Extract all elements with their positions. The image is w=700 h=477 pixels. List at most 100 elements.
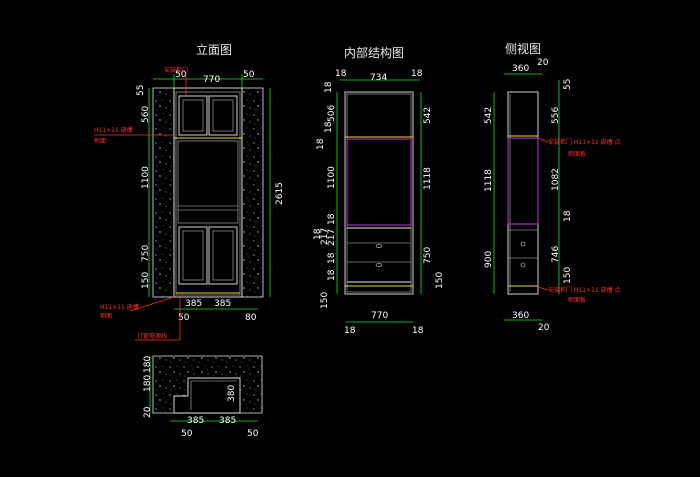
side-red-leader-1: [537, 137, 549, 143]
inner-structure: 18 734 18 18 506 18 18 1100 18 18 217 21…: [313, 69, 445, 336]
side-red-note-1: 安装柜门 H11×11 嵌槽 点: [548, 138, 621, 146]
front-bottom-dim-385a: 385: [185, 299, 202, 309]
front-left-red-note-2: 侧面: [94, 137, 106, 145]
front-cabinet-inner-line: [175, 91, 241, 296]
inner-right-dim-1118: 1118: [423, 167, 433, 190]
inner-top-dim-734: 734: [370, 73, 387, 83]
side-right-dim-1082: 1082: [551, 168, 561, 191]
front-top-dim-50b: 50: [243, 70, 255, 80]
front-view-title: 立面图: [196, 42, 232, 57]
front-right-stone-pillar: [241, 87, 264, 298]
side-bottom-dim-20: 20: [538, 323, 550, 333]
front-open-niche: [177, 140, 239, 224]
plan-cabinet-cutout: [173, 377, 241, 414]
plan-bottom-dim-50b: 50: [247, 429, 259, 439]
front-upper-left-panel: [182, 99, 204, 132]
side-view-title: 侧视图: [505, 41, 541, 56]
side-left-dim-542: 542: [484, 107, 494, 124]
side-cabinet-outline: [507, 91, 539, 295]
front-lower-left-panel: [182, 230, 204, 281]
front-upper-left-door: [178, 95, 208, 136]
side-right-dim-746: 746: [551, 246, 561, 263]
inner-right-dim-150: 150: [435, 272, 445, 289]
front-bottom-red-leader-1: [129, 296, 175, 312]
inner-left-dim-506: 506: [327, 105, 337, 122]
front-left-dim-750: 750: [141, 245, 151, 262]
front-left-dim-560: 560: [141, 106, 151, 123]
inner-drawer-handle-1: [375, 244, 383, 248]
side-right-dim-556: 556: [551, 107, 561, 124]
inner-left-dim-150: 150: [320, 292, 330, 309]
front-upper-right-panel: [212, 99, 234, 132]
side-red-leader-2: [537, 286, 549, 291]
inner-left-dim-18f: 18: [327, 252, 337, 264]
front-left-red-note-1: H11×11 嵌槽: [94, 126, 133, 134]
inner-top-dim-18a: 18: [335, 69, 347, 79]
front-left-dim-55: 55: [136, 85, 146, 96]
front-bottom-red-leader-2: [135, 297, 181, 341]
side-bottom-dim-360: 360: [512, 311, 529, 321]
front-top-dim-770: 770: [203, 75, 220, 85]
plan-left-dim-180b: 180: [143, 375, 153, 392]
front-left-dim-150: 150: [141, 272, 151, 289]
front-bottom-red-note-3: 灯管电源线: [137, 332, 167, 340]
inner-left-dim-18b: 18: [324, 121, 334, 133]
inner-left-dim-1100: 1100: [327, 166, 337, 189]
inner-cabinet-outline: [344, 91, 414, 295]
side-top-dim-20: 20: [537, 58, 549, 68]
side-left-dim-1118: 1118: [484, 169, 494, 192]
front-lower-right-door: [208, 226, 238, 285]
inner-structure-title: 内部结构图: [344, 45, 404, 60]
inner-open-niche: [346, 138, 412, 226]
plan-inner-dim-380: 380: [227, 385, 237, 402]
inner-right-dim-750: 750: [423, 247, 433, 264]
side-left-dim-900: 900: [484, 251, 494, 268]
front-top-red-note: 安装柜门: [164, 66, 188, 74]
plan-bottom-dim-385b: 385: [219, 416, 236, 426]
side-red-note-2: 侧面板: [568, 150, 586, 158]
front-bottom-red-note-1: H11×11 嵌槽: [100, 303, 139, 311]
side-drawer-knob-2: [520, 262, 526, 268]
front-lower-left-door: [178, 226, 208, 285]
inner-bottom-dim-18a: 18: [344, 326, 356, 336]
inner-left-dim-18g: 18: [327, 269, 337, 281]
inner-left-dim-18d: 18: [327, 213, 337, 225]
front-cabinet-body: [173, 87, 243, 298]
plan-detail: 180 180 20 380 385 385 50 50: [143, 356, 263, 439]
side-drawer-knob-1: [520, 241, 526, 247]
front-elevation: 50 770 50 安装柜门 55 560 1100 750 150 H11×1…: [94, 66, 285, 341]
inner-bottom-dim-18b: 18: [412, 326, 424, 336]
side-top-dim-360: 360: [512, 64, 529, 74]
inner-drawer-handle-2: [375, 263, 383, 267]
front-lower-right-panel: [212, 230, 234, 281]
inner-left-dim-18e: 18: [313, 228, 323, 240]
front-bottom-dim-50: 50: [178, 313, 190, 323]
front-bottom-dim-385b: 385: [214, 299, 231, 309]
side-right-dim-18: 18: [563, 210, 573, 222]
side-right-dim-150: 150: [563, 267, 573, 284]
side-red-note-3: 安装柜门 H11×11 嵌槽 点: [548, 286, 621, 294]
plan-left-dim-20: 20: [143, 406, 153, 418]
inner-left-dim-217a: 217: [320, 228, 330, 245]
inner-right-dim-542: 542: [423, 107, 433, 124]
front-bottom-dim-80: 80: [245, 313, 257, 323]
inner-top-dim-18b: 18: [411, 69, 423, 79]
plan-bottom-dim-50a: 50: [181, 429, 193, 439]
inner-bottom-dim-770: 770: [371, 311, 388, 321]
plan-left-dim-180a: 180: [143, 356, 153, 373]
side-red-note-4: 侧面板: [568, 296, 586, 304]
front-left-dim-1100: 1100: [141, 166, 151, 189]
side-right-dim-55: 55: [563, 79, 573, 90]
front-upper-right-door: [208, 95, 238, 136]
plan-bottom-dim-385a: 385: [187, 416, 204, 426]
inner-left-dim-217b: 217: [327, 229, 337, 246]
front-top-dim-50a: 50: [175, 70, 187, 80]
side-view: 360 20 542 1118 900 55 556 1082 18 746 1…: [484, 58, 621, 333]
front-right-dim-2615: 2615: [275, 182, 285, 205]
side-open-niche: [507, 137, 539, 225]
front-left-stone-pillar: [152, 87, 175, 298]
front-bottom-red-note-2: 侧面: [100, 312, 112, 320]
inner-left-dim-18a: 18: [324, 81, 334, 93]
inner-left-dim-18c: 18: [316, 138, 326, 150]
